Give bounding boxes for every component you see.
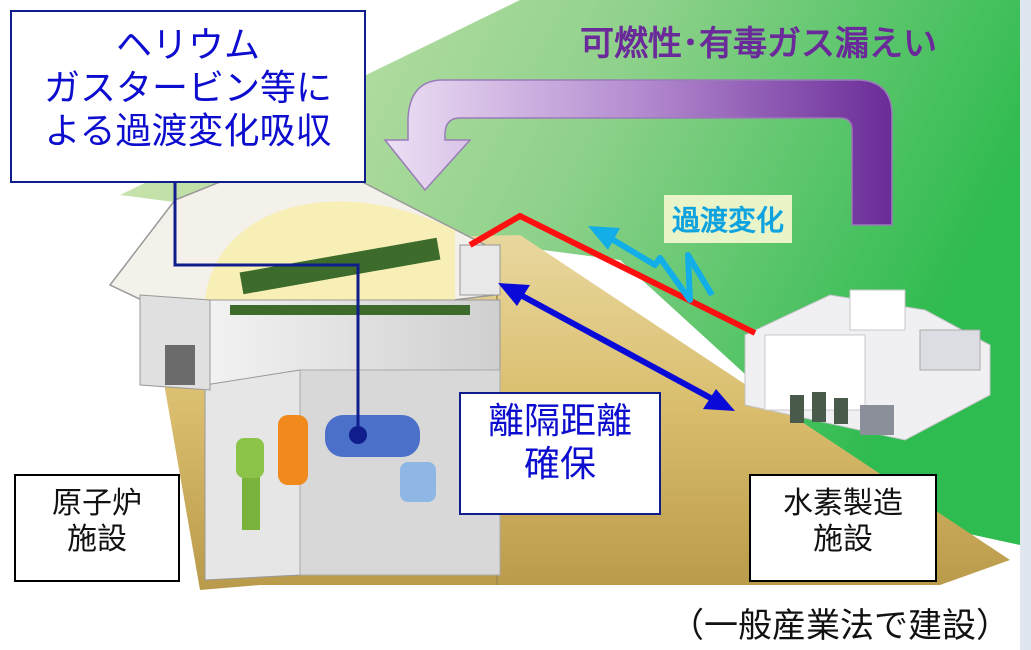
helium-turbine-label-box: ヘリウム ガスタービン等に よる過渡変化吸収	[10, 10, 366, 183]
gas-leak-label: 可燃性･有毒ガス漏えい	[580, 24, 937, 64]
helium-line-2: ガスタービン等に	[43, 68, 332, 110]
hydrogen-facility-box: 水素製造 施設	[749, 474, 937, 582]
transient-label: 過渡変化	[664, 195, 793, 243]
right-edge-strip	[1020, 0, 1031, 650]
reactor-line-1: 原子炉	[52, 486, 142, 521]
hydrogen-line-1: 水素製造	[783, 486, 903, 521]
separation-arrow-icon	[498, 283, 735, 411]
separation-line-2: 確保	[523, 444, 596, 486]
separation-line-1: 離隔距離	[487, 401, 632, 442]
transient-arrow-icon	[588, 226, 715, 303]
helium-connector-line	[173, 183, 367, 444]
reactor-facility-box: 原子炉 施設	[14, 474, 180, 582]
footnote: （一般産業法で建設）	[670, 606, 1010, 646]
hydrogen-line-2: 施設	[813, 522, 873, 557]
helium-line-1: ヘリウム	[115, 25, 260, 66]
leak-arrow-icon	[383, 79, 893, 226]
helium-line-3: よる過渡変化吸収	[44, 111, 332, 153]
reactor-line-2: 施設	[67, 522, 127, 557]
separation-distance-box: 離隔距離 確保	[459, 392, 661, 515]
hydrogen-plant-illustration	[744, 289, 991, 441]
red-boundary-line	[468, 212, 757, 336]
